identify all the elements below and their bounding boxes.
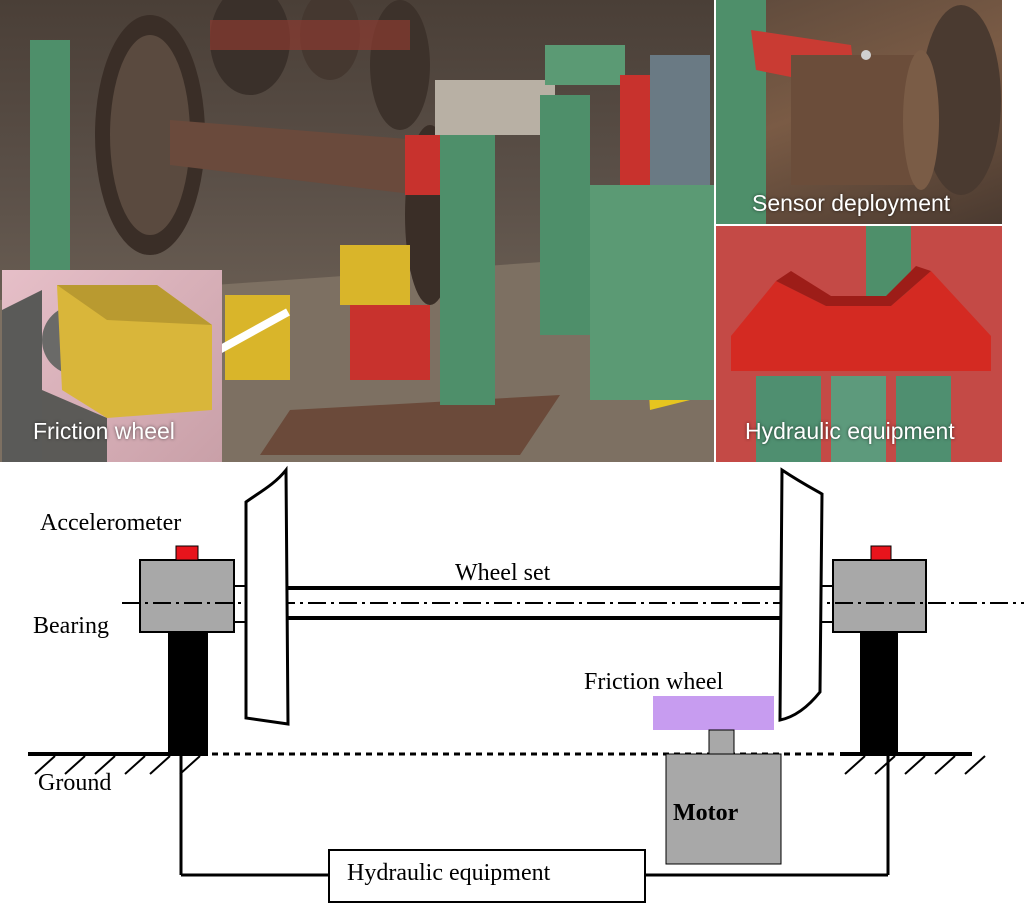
schematic-drawing [28,465,1024,903]
test-rig-photo: Friction wheel Sensor deployment Hydraul… [0,0,1002,462]
main-photo-drawing [0,0,714,462]
friction-wheel-drawing [2,285,212,462]
main-photo [0,0,714,462]
friction-wheel-inset [2,270,222,462]
right-accelerometer [870,545,892,561]
red-support [350,305,430,380]
floor-plate [260,395,560,455]
left-bearing [139,559,235,633]
left-stand [30,40,70,280]
left-accelerometer [175,545,199,561]
friction-wheel [653,696,774,730]
motor-shaft [708,729,735,755]
right-bearing [832,559,927,633]
hydraulic-equipment-inset [716,226,1002,462]
hydraulic-cylinder [831,376,886,462]
sensor-deployment-caption: Sensor deployment [752,190,951,216]
friction-wheel-caption: Friction wheel [33,418,175,444]
sensor-deployment-drawing [716,0,1001,224]
ground-hatch-left [34,755,201,775]
friction-wheel-label: Friction wheel [584,669,724,695]
hydraulic-equipment-box [328,849,646,903]
hydraulic-cradle [731,271,991,371]
control-box [435,80,555,135]
accelerometer-label: Accelerometer [40,510,182,536]
ground-hatch-right [844,755,986,775]
motor-label: Motor [673,800,739,826]
axle [170,120,420,195]
green-frame [440,120,495,405]
motor-photo [650,55,710,185]
bearing-label: Bearing [33,613,109,639]
sensor [861,50,871,60]
sensor-deployment-inset [716,0,1002,224]
hydraulic-cylinder [756,376,821,462]
right-wheel [778,467,824,722]
wheel-set-label: Wheel set [455,560,551,586]
left-support [168,632,208,754]
hydraulic-equipment-drawing [731,226,991,462]
left-wheel [244,465,290,726]
cabinet [590,185,714,400]
hydraulic-equipment-caption: Hydraulic equipment [745,418,955,444]
yellow-block [340,245,410,305]
ground-label: Ground [38,770,112,796]
bg-wheel [370,0,430,130]
test-rig-schematic: Accelerometer Bearing Ground Wheel set F… [0,462,1024,906]
hydraulic-equipment-label: Hydraulic equipment [347,860,551,886]
hydraulic-cylinder [896,376,951,462]
right-support [860,632,898,754]
motor [665,753,782,865]
